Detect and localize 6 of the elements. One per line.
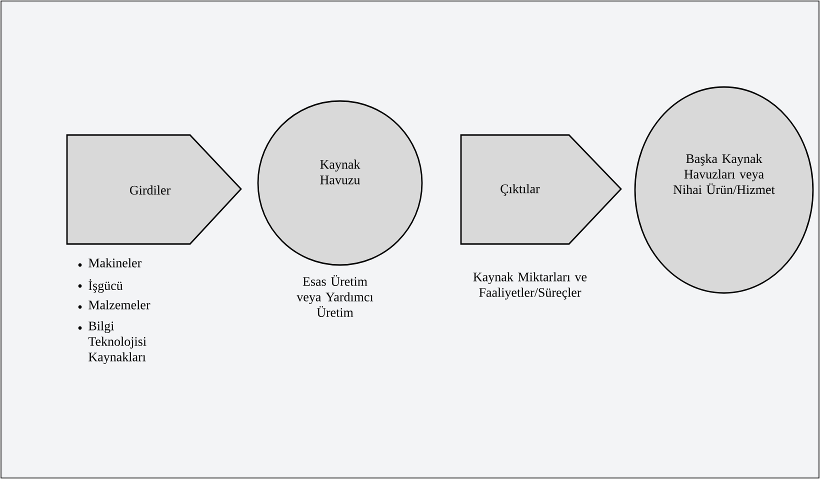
caption-text: Esas Üretim veya Yardımcı Üretim xyxy=(296,275,374,317)
list-item: Makineler xyxy=(88,258,142,268)
list-item: Malzemeler xyxy=(88,300,150,310)
caption-text: Kaynak Miktarları ve Faaliyetler/Süreçler xyxy=(473,272,587,300)
list-item: Bilgi Teknolojisi Kaynakları xyxy=(88,321,146,364)
list-item: İşgücü xyxy=(88,279,123,293)
